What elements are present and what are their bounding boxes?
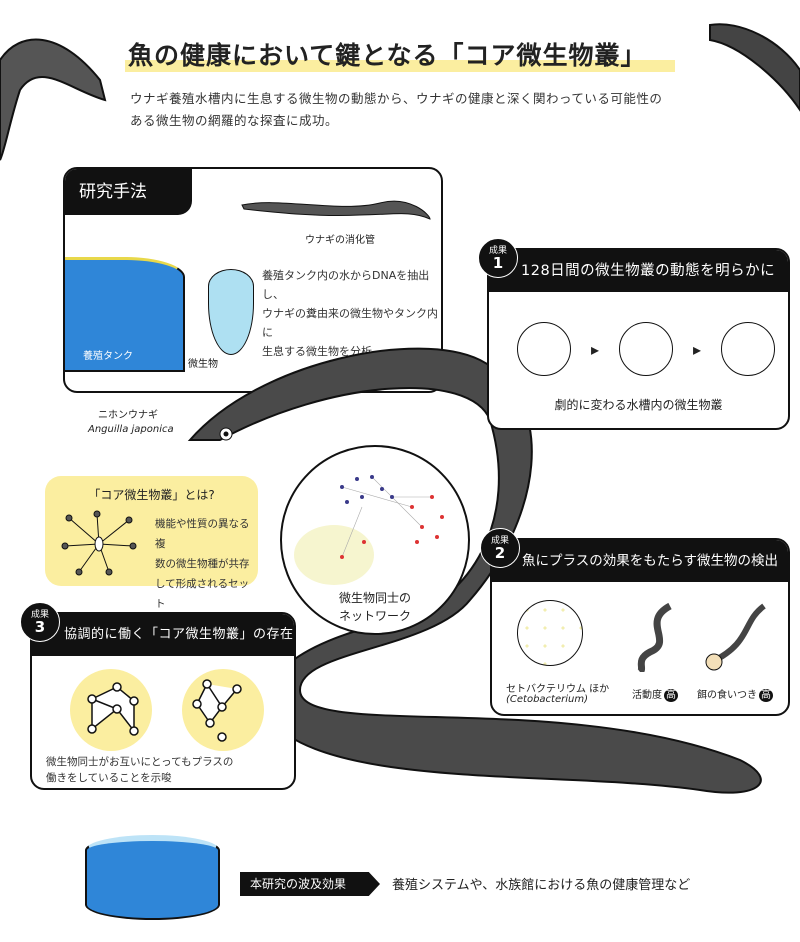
network-circle: 微生物同士の ネットワーク xyxy=(280,445,470,635)
result3-panel: 協調的に働く「コア微生物叢」の存在 微生物同士がお互いにとってもプラスの 働きを… xyxy=(30,612,296,790)
network-links xyxy=(87,679,242,742)
species-jp: ニホンウナギ xyxy=(98,410,158,421)
bacteria-label: セトバクテリウム ほか xyxy=(506,684,610,695)
method-label: 研究手法 xyxy=(65,169,192,215)
tank-label: 養殖タンク xyxy=(83,351,133,362)
microbe-circle xyxy=(721,322,776,376)
impact-text: 養殖システムや、水族館における魚の健康管理など xyxy=(392,878,691,893)
core-panel: 「コア微生物叢」とは? 機能や性質の異なる複 数の微生物種が共存 して形成される… xyxy=(45,476,258,610)
core-desc: 数の微生物種が共存 xyxy=(155,558,250,570)
result2-title: 魚にプラスの効果をもたらす微生物の検出 xyxy=(492,540,788,582)
feeding-eel-icon xyxy=(705,603,766,671)
network-label: ネットワーク xyxy=(338,609,411,623)
gut-label: ウナギの消化管 xyxy=(305,235,375,246)
water-drop-icon xyxy=(208,269,254,355)
impact-label: 本研究の波及効果 xyxy=(240,872,380,896)
subtitle-line: ウナギ養殖水槽内に生息する微生物の動態から、ウナギの健康と深く関わっている可能性… xyxy=(130,91,663,106)
result3-title: 協調的に働く「コア微生物叢」の存在 xyxy=(32,614,294,656)
appetite-label: 餌の食いつき高 xyxy=(697,689,773,702)
core-network-icon xyxy=(61,510,137,576)
method-desc: 養殖タンク内の水からDNAを抽出し、 xyxy=(262,269,430,301)
title-highlight xyxy=(125,60,675,72)
result3-desc: 働きをしていることを示唆 xyxy=(46,772,172,784)
arrow-icon: ▸ xyxy=(693,339,702,359)
core-desc: して形成されるセット xyxy=(155,578,250,610)
subtitle-line: ある微生物の網羅的な探査に成功。 xyxy=(130,113,339,128)
result1-caption: 劇的に変わる水槽内の微生物叢 xyxy=(554,398,723,412)
microbe-label: 微生物 xyxy=(188,359,218,370)
page-title: 魚の健康において鍵となる「コア微生物叢」 xyxy=(128,41,647,70)
active-eel-icon xyxy=(637,602,672,672)
bacteria-latin: (Cetobacterium) xyxy=(506,694,588,705)
network-graph xyxy=(340,475,444,559)
result1-panel: 128日間の微生物叢の動態を明らかに ▸ ▸ 劇的に変わる水槽内の微生物叢 xyxy=(487,248,790,430)
method-desc: 生息する微生物を分析 xyxy=(262,345,372,358)
bacteria-circle xyxy=(517,600,583,666)
microbe-circle xyxy=(619,322,674,376)
core-title: 「コア微生物叢」とは? xyxy=(88,488,215,502)
arrow-icon: ▸ xyxy=(591,339,600,359)
microbe-circle xyxy=(517,322,571,376)
aquarium-tank-icon xyxy=(85,835,220,920)
result2-panel: 魚にプラスの効果をもたらす微生物の検出 セトバクテリウム ほか (Cetobac… xyxy=(490,538,790,716)
result1-title: 128日間の微生物叢の動態を明らかに xyxy=(489,250,788,292)
core-highlight xyxy=(294,525,374,585)
core-desc: 機能や性質の異なる複 xyxy=(155,518,250,550)
result3-desc: 微生物同士がお互いにとってもプラスの xyxy=(46,756,234,768)
species-latin: Anguilla japonica xyxy=(88,424,174,435)
activity-label: 活動度高 xyxy=(632,689,678,702)
small-eel-icon xyxy=(241,200,431,220)
method-desc: ウナギの糞由来の微生物やタンク内に xyxy=(262,307,438,339)
tank-icon xyxy=(65,257,185,372)
network-label: 微生物同士の xyxy=(338,591,411,605)
